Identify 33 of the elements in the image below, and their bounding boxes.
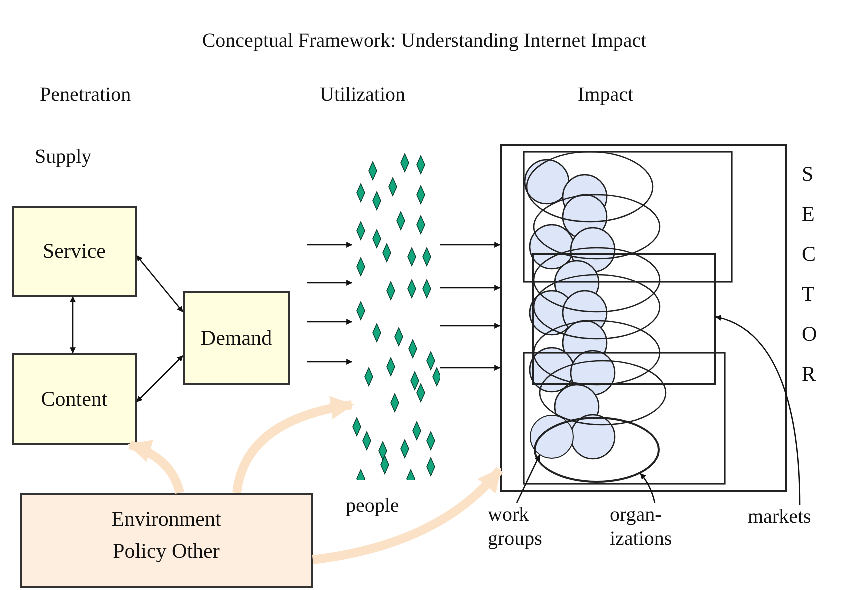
process-box: Demand: [183, 291, 290, 385]
arrow: [307, 242, 353, 248]
leader-line: [516, 454, 540, 504]
curved-arrow: [128, 440, 184, 494]
market-rectangle: [532, 253, 716, 385]
leader-text: organ- izations: [610, 503, 705, 553]
sector-label: SECTOR: [802, 161, 818, 388]
node-caption: people: [346, 495, 400, 518]
arrow: [440, 242, 501, 248]
curved-arrow: [312, 467, 504, 564]
diagram-title: Conceptual Framework: Understanding Internet Impact: [201, 30, 648, 53]
arrow: [440, 365, 501, 371]
column-heading: Utilization: [320, 84, 406, 107]
environment-box: Environment Policy Other: [20, 493, 313, 588]
arrow: [307, 319, 353, 325]
arrow: [136, 256, 184, 312]
leader-line: [640, 473, 656, 504]
work-group-circle: [530, 415, 574, 459]
leader-text: work groups: [488, 503, 558, 553]
leader-text: markets: [748, 505, 848, 533]
process-box: Service: [12, 206, 137, 297]
arrow: [307, 280, 353, 286]
leader-line: [715, 316, 801, 506]
curved-arrow: [232, 396, 354, 494]
column-heading: Penetration: [40, 84, 132, 107]
arrow: [440, 285, 501, 291]
arrow: [440, 323, 501, 329]
section-label: Supply: [35, 146, 92, 169]
arrow: [70, 296, 76, 354]
process-box: Content: [12, 353, 137, 445]
arrow: [307, 359, 353, 365]
column-heading: Impact: [578, 84, 634, 107]
arrow: [136, 356, 184, 402]
